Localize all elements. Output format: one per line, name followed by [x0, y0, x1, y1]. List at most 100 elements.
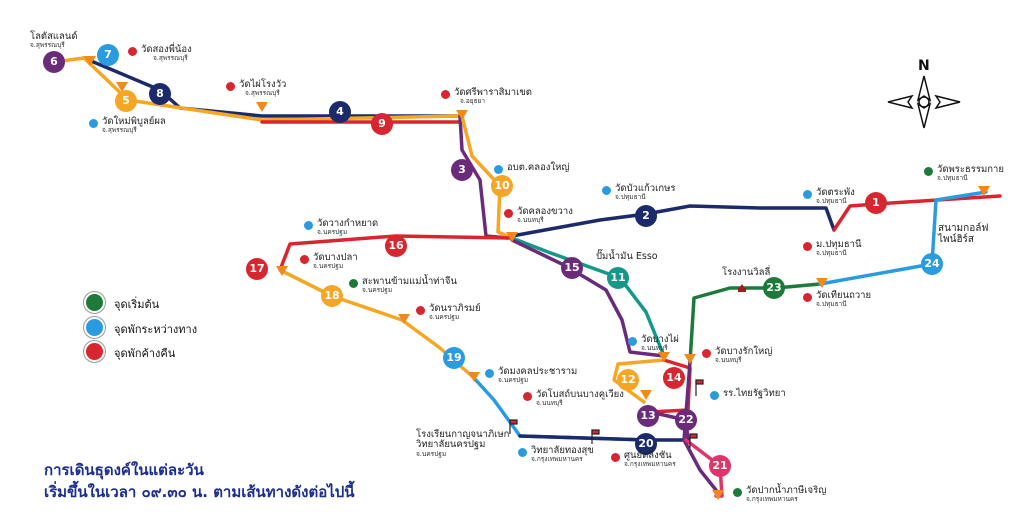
place-name: สะพานข้ามแม่น้ำท่าจีน: [362, 276, 457, 287]
route-node: 1: [865, 192, 887, 214]
place-name: วัดไผ่โรงวัว: [239, 79, 287, 90]
place-province: จ.นครปฐม: [498, 376, 529, 385]
place-label: ปั๊มน้ำมัน Esso: [596, 251, 658, 262]
temple-icon: [712, 490, 724, 500]
route-segment-navy-b: [510, 204, 836, 238]
compass-icon: [887, 75, 961, 129]
place-label: ศูนย์ตลิ่งชัน จ.กรุงเทพมหานคร: [611, 450, 676, 469]
route-node: 20: [635, 433, 657, 455]
route-node: 18: [321, 285, 343, 307]
place-province: จ.สุพรรณบุรี: [245, 89, 280, 98]
compass-north-label: N: [918, 58, 930, 74]
place-dot: [89, 119, 98, 128]
temple-icon: [658, 352, 670, 362]
flag-icon: [591, 429, 600, 444]
place-label: วัดพระธรรมกาย จ.ปทุมธานี: [924, 164, 1004, 183]
place-name: วัดโบสถ์บนบางคูเวียง: [536, 389, 624, 400]
place-province: จ.นนทบุรี: [536, 399, 563, 408]
place-dot: [416, 306, 425, 315]
place-name: ไพน์ฮิร์ส: [938, 234, 975, 245]
place-dot: [611, 453, 620, 462]
route-node: 3: [451, 159, 473, 181]
place-dot: [441, 90, 450, 99]
temple-icon: [84, 56, 96, 66]
legend-dot: [84, 341, 105, 362]
place-province: จ.นนทบุรี: [517, 216, 544, 225]
route-node: 2: [635, 205, 657, 227]
route-node: 22: [675, 409, 697, 431]
place-province: จ.ปทุมธานี: [937, 174, 968, 183]
place-name: วัดบางรักใหญ่: [715, 346, 773, 357]
route-node-label: 23: [766, 281, 782, 294]
place-province: จ.อยุธยา: [460, 97, 486, 106]
flag-markers: [509, 379, 704, 448]
place-name: โลตัสแลนด์: [30, 31, 78, 42]
place-name: อบต.คลองใหญ่: [507, 162, 570, 173]
place-label: วัดตระพัง จ.ปทุมธานี: [803, 187, 855, 206]
legend-label: จุดพักระหว่างทาง: [114, 323, 198, 336]
route-node-label: 4: [336, 105, 344, 118]
place-label: โลตัสแลนด์ จ.สุพรรณบุรี: [30, 31, 78, 50]
route-node: 11: [607, 267, 629, 289]
route-node-label: 16: [388, 239, 404, 252]
place-label: สนามกอล์ฟ ไพน์ฮิร์ส: [938, 223, 988, 245]
place-name: ศูนย์ตลิ่งชัน: [624, 450, 672, 461]
legend-item: จุดพักระหว่างทาง: [84, 317, 198, 338]
route-node: 5: [115, 90, 137, 112]
route-segment-blue: [818, 190, 988, 286]
route-node-label: 24: [924, 257, 940, 270]
route-node-label: 13: [640, 409, 656, 422]
route-segment-purple-b: [510, 238, 666, 358]
route-node-label: 12: [620, 373, 636, 386]
route-node: 19: [443, 347, 465, 369]
place-province: จ.ปทุมธานี: [816, 300, 847, 309]
place-dot: [733, 488, 742, 497]
route-node: 23: [763, 277, 785, 299]
route-node-label: 10: [494, 179, 510, 192]
footer-line-1: การเดินธุดงค์ในแต่ละวัน: [44, 461, 204, 479]
place-name: วัดวางกำหยาด: [317, 218, 379, 229]
place-dot: [128, 47, 137, 56]
route-node: 7: [97, 44, 119, 66]
place-province: จ.ปทุมธานี: [615, 193, 646, 202]
route-node-label: 3: [458, 163, 466, 176]
place-province: จ.นครปฐม: [416, 449, 447, 458]
place-label: วัดปากน้ำภาษีเจริญ จ.กรุงเทพมหานคร: [733, 485, 826, 504]
place-name: ม.ปทุมธานี: [816, 239, 862, 250]
route-node: 4: [329, 101, 351, 123]
place-dot: [518, 448, 527, 457]
legend-item: จุดพักค้างคืน: [84, 341, 175, 362]
legend-dot: [84, 317, 105, 338]
route-node: 9: [371, 113, 393, 135]
route-node: 15: [561, 257, 583, 279]
place-label: อบต.คลองใหญ่: [494, 162, 570, 174]
place-label: สะพานข้ามแม่น้ำท่าจีน จ.นครปฐม: [349, 276, 457, 295]
place-label: วัดโบสถ์บนบางคูเวียง จ.นนทบุรี: [523, 389, 624, 408]
place-province: จ.นครปฐม: [313, 262, 344, 271]
route-node: 10: [491, 175, 513, 197]
place-dot: [602, 186, 611, 195]
route-node-label: 6: [50, 55, 58, 68]
place-name: วัดเทียนถวาย: [816, 290, 872, 301]
place-dot: [304, 221, 313, 230]
route-node: 16: [385, 235, 407, 257]
route-node-label: 8: [156, 87, 164, 100]
place-name: วัดบัวแก้วเกษร: [615, 183, 676, 194]
route-node: 17: [246, 258, 268, 280]
route-node-label: 14: [666, 371, 682, 384]
place-label: วัดศรีพาราสิมาเขต จ.อยุธยา: [441, 87, 532, 106]
temple-icon: [256, 102, 268, 112]
place-name: โรงงานวิลลี่: [722, 267, 771, 278]
place-province: จ.กรุงเทพมหานคร: [531, 455, 583, 464]
route-node: 24: [921, 253, 943, 275]
temple-icon: [468, 372, 480, 382]
temple-icon: [116, 82, 128, 92]
flag-icon: [689, 433, 698, 448]
place-province: จ.นครปฐม: [429, 313, 460, 322]
route-segment-navy-c: [518, 434, 690, 442]
place-dot: [300, 255, 309, 264]
legend-label: จุดเริ่มต้น: [114, 298, 160, 311]
place-name: สนามกอล์ฟ: [938, 223, 989, 234]
route-node-label: 2: [642, 209, 650, 222]
temple-icon: [506, 232, 518, 242]
